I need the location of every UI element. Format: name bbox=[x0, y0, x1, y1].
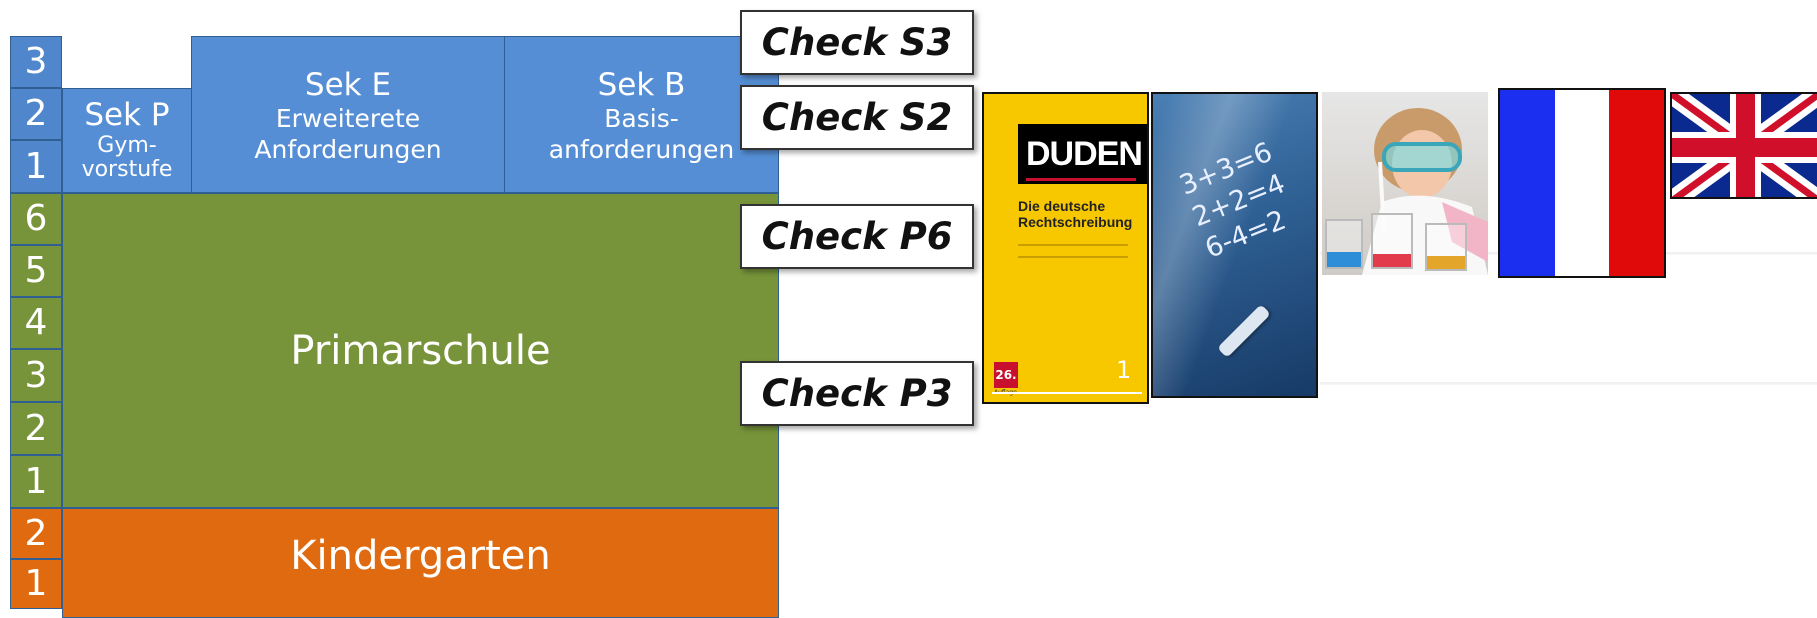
sek-p-title: Sek P bbox=[84, 97, 170, 133]
primarschule-block: Primarschule bbox=[62, 193, 779, 508]
duden-bottom-line bbox=[992, 392, 1142, 394]
grade-primar-4: 4 bbox=[10, 297, 62, 349]
kindergarten-label: Kindergarten bbox=[290, 533, 551, 579]
science-photo-image bbox=[1322, 92, 1488, 275]
science-scene bbox=[1325, 108, 1488, 275]
duden-fineprint bbox=[1018, 244, 1128, 258]
check-p6-box: Check P6 bbox=[740, 204, 974, 269]
goggles-icon bbox=[1382, 142, 1462, 172]
sek-e-title: Sek E bbox=[304, 67, 392, 103]
primarschule-label: Primarschule bbox=[290, 327, 551, 374]
beaker-yellow-liquid bbox=[1427, 256, 1465, 269]
sek-e-line1: Erweiterete bbox=[275, 104, 421, 134]
duden-book-image: DUDEN Die deutsche Rechtschreibung 26. A… bbox=[982, 92, 1149, 404]
kindergarten-block: Kindergarten bbox=[62, 508, 779, 618]
union-jack bbox=[1672, 94, 1817, 197]
grade-primar-6: 6 bbox=[10, 193, 62, 245]
grade-sek-1: 1 bbox=[10, 140, 62, 193]
shelf-line-lower bbox=[1320, 382, 1817, 385]
grade-primar-3: 3 bbox=[10, 349, 62, 402]
grade-primar-1: 1 bbox=[10, 455, 62, 508]
duden-brand: DUDEN bbox=[1026, 134, 1143, 173]
grade-primar-2: 2 bbox=[10, 402, 62, 455]
sek-e-block: Sek E Erweiterete Anforderungen bbox=[191, 36, 505, 193]
sek-b-line2: anforderungen bbox=[548, 134, 735, 164]
duden-volume: 1 bbox=[1116, 356, 1132, 384]
duden-red-line bbox=[1026, 178, 1136, 181]
french-flag-image bbox=[1498, 88, 1666, 278]
duden-title: Die deutsche Rechtschreibung bbox=[1018, 198, 1147, 231]
grade-primar-5: 5 bbox=[10, 245, 62, 297]
beaker-blue-liquid bbox=[1327, 252, 1361, 267]
grade-sek-3: 3 bbox=[10, 36, 62, 88]
grade-kg-2: 2 bbox=[10, 508, 62, 559]
sek-p-block: Sek P Gym- vorstufe bbox=[62, 88, 192, 193]
sek-b-title: Sek B bbox=[597, 67, 686, 103]
check-s3-box: Check S3 bbox=[740, 10, 974, 75]
beaker-red-liquid bbox=[1373, 254, 1411, 267]
duden-logo-band: DUDEN bbox=[1018, 124, 1147, 184]
sek-p-line2: vorstufe bbox=[81, 157, 173, 183]
chalk-piece bbox=[1217, 304, 1271, 358]
flag-fr-white bbox=[1554, 90, 1610, 276]
uk-cross-red-h bbox=[1672, 138, 1817, 157]
flag-fr-blue bbox=[1500, 90, 1555, 276]
duden-title-line1: Die deutsche bbox=[1018, 198, 1106, 214]
sek-b-line1: Basis- bbox=[604, 104, 679, 134]
flag-fr-red bbox=[1609, 90, 1664, 276]
grade-sek-2: 2 bbox=[10, 88, 62, 140]
math-blackboard-image: 3+3=6 2+2=4 6-4=2 bbox=[1151, 92, 1318, 398]
duden-edition-badge: 26. bbox=[994, 362, 1018, 388]
sek-b-block: Sek B Basis- anforderungen bbox=[504, 36, 779, 193]
check-s2-box: Check S2 bbox=[740, 85, 974, 150]
grade-kg-1: 1 bbox=[10, 559, 62, 609]
uk-flag-image bbox=[1670, 92, 1817, 199]
sek-p-line1: Gym- bbox=[97, 133, 157, 159]
sek-e-line2: Anforderungen bbox=[254, 134, 442, 164]
check-p3-box: Check P3 bbox=[740, 361, 974, 426]
duden-title-line2: Rechtschreibung bbox=[1018, 214, 1133, 231]
pipette bbox=[1378, 161, 1386, 233]
